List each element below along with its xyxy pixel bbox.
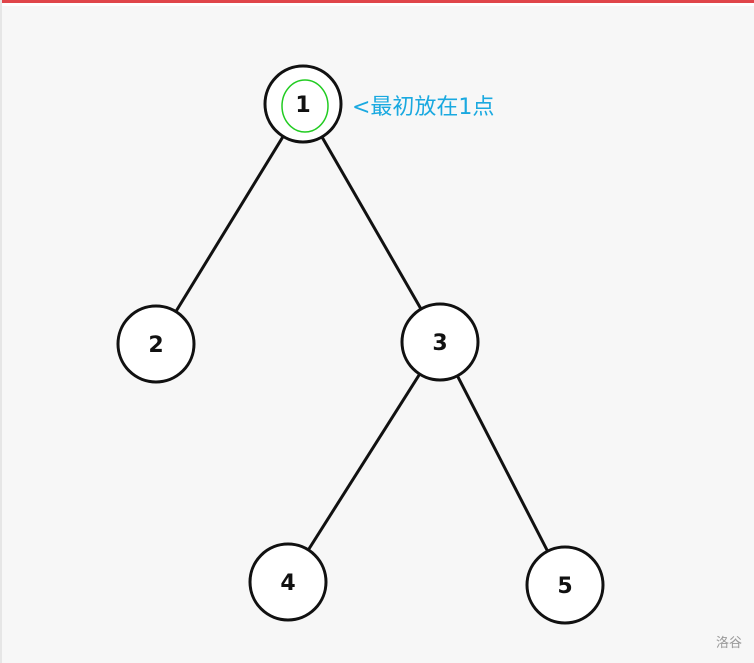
node-circle-4 [248, 542, 328, 622]
edge-3-4 [286, 341, 442, 583]
edges-layer [154, 103, 567, 586]
node-5: 5 [525, 545, 605, 625]
watermark: 洛谷 [715, 636, 742, 651]
node-1: 1 [263, 64, 343, 144]
edge-1-3 [301, 103, 442, 343]
node-label-2: 2 [148, 333, 163, 358]
node-circle-5 [525, 545, 605, 625]
node-4: 4 [248, 542, 328, 622]
node-label-1: 1 [295, 93, 310, 118]
node-circle-3 [400, 302, 480, 382]
top-border [0, 0, 754, 6]
node-label-3: 3 [432, 331, 447, 356]
nodes-layer: 1 2 3 4 5 [116, 64, 605, 625]
left-edge [0, 0, 2, 663]
start-annotation: <最初放在1点 [352, 95, 495, 120]
edge-3-5 [438, 341, 567, 586]
node-2: 2 [116, 304, 196, 384]
edge-1-2 [154, 103, 305, 345]
node-circle-2 [116, 304, 196, 384]
node-label-5: 5 [557, 574, 572, 599]
highlight-ring [281, 79, 329, 133]
node-label-4: 4 [280, 571, 295, 596]
node-3: 3 [400, 302, 480, 382]
